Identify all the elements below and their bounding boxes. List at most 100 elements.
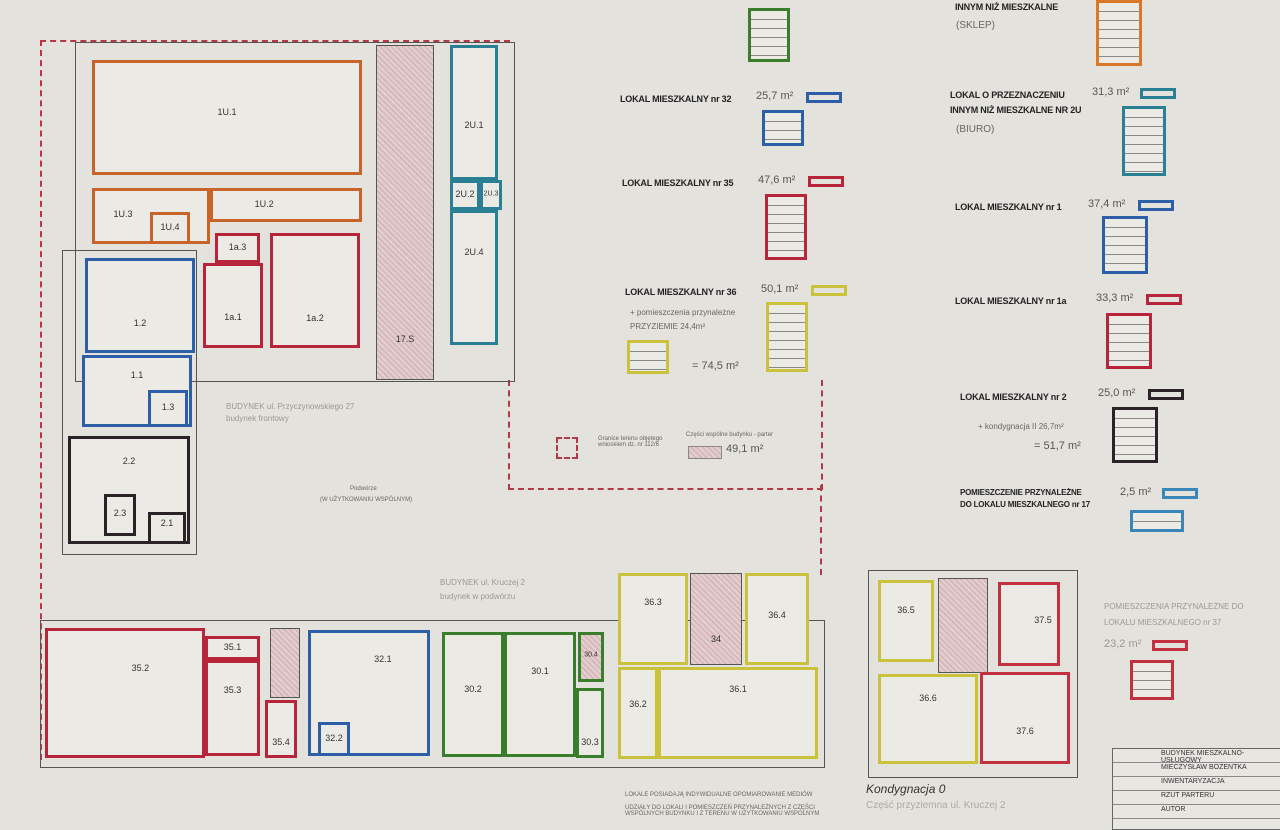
common-legend-title: Części wspólne budynku - parter [686, 432, 774, 438]
common-stair-corridor: 17.S [376, 45, 434, 380]
front-building-sublabel: budynek frontowy [226, 414, 289, 423]
room-label: 1a.1 [224, 312, 242, 323]
legend-35-title: LOKAL MIESZKALNY nr 35 [622, 178, 734, 188]
room-36-6: 36.6 [878, 674, 978, 764]
room-label: 1.3 [161, 401, 175, 412]
room-2U4: 2U.4 [450, 210, 498, 345]
room-37-6: 37.6 [980, 672, 1070, 764]
legend-17-area: 2,5 m² [1120, 486, 1152, 498]
legend-card-green [748, 8, 790, 62]
room-label: 2U.2 [455, 188, 475, 199]
legend-2U-area: 31,3 m² [1092, 86, 1130, 98]
legend-36-card-small [627, 340, 669, 374]
legend-36-swatch [811, 285, 847, 296]
legend-1a-title: LOKAL MIESZKALNY nr 1a [955, 296, 1067, 306]
room-label: 1.2 [133, 318, 147, 329]
room-2U1: 2U.1 [450, 45, 498, 180]
room-label: 2.3 [113, 508, 127, 519]
legend-17-title-2: DO LOKALU MIESZKALNEGO nr 17 [960, 500, 1090, 509]
legend-1a-swatch [1146, 294, 1182, 305]
room-35-1: 35.1 [205, 636, 260, 660]
title-block-drawing: RZUT PARTERU [1113, 791, 1280, 805]
room-2-3: 2.3 [104, 494, 136, 536]
legend-37-area: 23,2 m² [1104, 638, 1142, 650]
room-label: 36.5 [897, 604, 915, 615]
room-label: 30.4 [584, 651, 598, 659]
legend-1a-card [1106, 313, 1152, 369]
legend-35-card [765, 194, 807, 260]
room-label: 37.6 [1016, 725, 1034, 736]
room-label: 1a.2 [306, 312, 324, 323]
legend-37-swatch [1152, 640, 1188, 651]
title-block: BUDYNEK MIESZKALNO-USŁUGOWY MIECZYSŁAW B… [1112, 748, 1280, 830]
room-1a-3: 1a.3 [215, 233, 260, 263]
room-label: 36.2 [629, 699, 647, 710]
legend-37-title-2: LOKALU MIESZKALNEGO nr 37 [1104, 618, 1222, 627]
room-2U3: 2U.3 [480, 180, 502, 210]
room-1U4: 1U.4 [150, 212, 190, 244]
room-label: 30.1 [531, 665, 549, 676]
legend-17-swatch [1162, 488, 1198, 499]
property-boundary [40, 40, 510, 760]
common-legend-area: 49,1 m² [726, 443, 764, 455]
room-label: 32.1 [374, 654, 392, 665]
room-1-3: 1.3 [148, 390, 188, 427]
room-label: 1a.3 [228, 241, 247, 252]
legend-2U-swatch [1140, 88, 1176, 99]
stair-34: 34 [690, 573, 742, 665]
legend-35-swatch [808, 176, 844, 187]
common-legend-swatch [688, 446, 722, 459]
room-36-1: 36.1 [658, 667, 818, 759]
room-label: 37.5 [1034, 615, 1052, 626]
legend-2-total: = 51,7 m² [1034, 440, 1081, 452]
legend-37-card [1130, 660, 1174, 700]
front-building-wing [62, 250, 197, 555]
legend-1-card [1102, 216, 1148, 274]
room-label: 36.1 [729, 683, 747, 694]
front-building-label: BUDYNEK ul. Przyczynowskiego 27 [226, 402, 355, 411]
level-0-subtitle: Część przyziemna ul. Kruczej 2 [866, 800, 1006, 811]
legend-2-extra: + kondygnacja II 26,7m² [978, 422, 1064, 431]
legend-2U-title-2: INNYM NIŻ MIESZKALNE NR 2U [950, 105, 1082, 115]
front-building-wall [75, 42, 515, 382]
stair-35 [270, 628, 300, 698]
legend-1U-title: INNYM NIŻ MIESZKALNE [955, 2, 1058, 12]
legend-36-total: = 74,5 m² [692, 360, 739, 372]
legend-1U-card [1096, 0, 1142, 66]
legend-32-swatch [806, 92, 842, 103]
legend-2-card [1112, 407, 1158, 463]
room-label: 1U.3 [113, 208, 133, 219]
legend-2-title: LOKAL MIESZKALNY nr 2 [960, 392, 1067, 402]
legend-2-area: 25,0 m² [1098, 387, 1136, 399]
legend-36-card [766, 302, 808, 372]
legend-2U-sub: (BIURO) [956, 124, 995, 135]
room-1a-2: 1a.2 [270, 233, 360, 348]
room-label: 36.3 [644, 596, 662, 607]
yard-label: Podwórze [350, 486, 377, 492]
room-36-2: 36.2 [618, 667, 658, 759]
legend-2-swatch [1148, 389, 1184, 400]
legend-1U-sub: (SKLEP) [956, 20, 995, 31]
room-label: 36.6 [919, 693, 937, 703]
room-35-3: 35.3 [205, 660, 260, 756]
room-label: 1.1 [130, 369, 144, 380]
boundary-legend-label: Granice terenu objętego wnioskiem dz. nr… [598, 436, 663, 448]
legend-36-area: 50,1 m² [761, 283, 799, 295]
room-30-1: 30.1 [504, 632, 576, 757]
legend-1a-area: 33,3 m² [1096, 292, 1134, 304]
room-label: 2U.1 [464, 120, 484, 131]
stair-level-0 [938, 578, 988, 673]
legend-2U-title: LOKAL O PRZEZNACZENIU [950, 90, 1065, 100]
room-label: 2.1 [160, 517, 174, 528]
legend-32-title: LOKAL MIESZKALNY nr 32 [620, 94, 732, 104]
rear-building-label: BUDYNEK ul. Kruczej 2 [440, 578, 525, 587]
room-30-2: 30.2 [442, 632, 504, 757]
room-label: 2U.4 [464, 246, 484, 257]
room-35-2: 35.2 [45, 628, 205, 758]
rear-building-sublabel: budynek w podwórzu [440, 592, 516, 601]
room-label: 32.2 [325, 732, 343, 743]
room-2-1: 2.1 [148, 512, 186, 544]
room-35-4: 35.4 [265, 700, 297, 758]
title-block-type: INWENTARYZACJA [1113, 777, 1280, 791]
room-label: 35.1 [223, 642, 242, 653]
